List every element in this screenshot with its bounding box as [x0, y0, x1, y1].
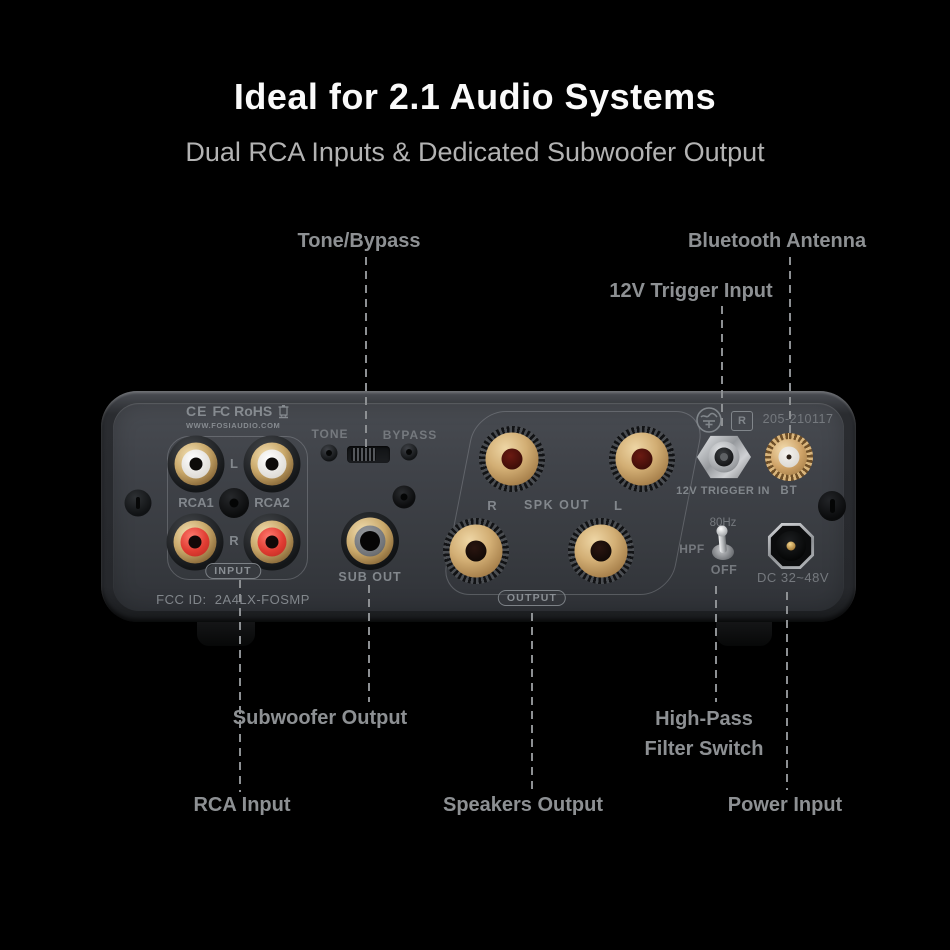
dc-voltage-label: DC 32~48V: [756, 570, 830, 585]
screw-hole-rca-center-dot: [229, 498, 239, 508]
rca1-right-jack-hole: [188, 535, 202, 549]
spk-right-label: R: [487, 498, 497, 513]
callout-high-pass-filter: High-Pass Filter Switch: [645, 708, 764, 761]
ce-mark: CE: [186, 403, 208, 419]
speaker-post-right-red-hole: [501, 448, 523, 470]
speaker-post-left-red-hole: [631, 448, 653, 470]
speaker-post-left-black-hole: [590, 540, 612, 562]
rca2-label: RCA2: [254, 495, 290, 510]
hpf-80hz-label: 80Hz: [709, 517, 737, 529]
rca2-right-jack-hole: [265, 535, 279, 549]
sub-out-label: SUB OUT: [338, 570, 402, 584]
website-url: WWW.FOSIAUDIO.COM: [186, 421, 281, 430]
leader-line-high-pass-filter: [715, 586, 717, 702]
callout-speakers-output: Speakers Output: [442, 794, 604, 816]
leader-line-bluetooth-antenna: [789, 257, 791, 438]
tone-bypass-slide-switch: [347, 446, 390, 463]
sub-out-jack-hole: [360, 531, 380, 551]
rca1-left-jack-hole: [189, 457, 203, 471]
callout-12v-trigger-input: 12V Trigger Input: [609, 280, 773, 302]
hpf-toggle-ball: [716, 525, 728, 537]
giteki-mark-icon: [695, 406, 723, 434]
callout-rca-input: RCA Input: [193, 794, 291, 816]
tone-label: TONE: [311, 427, 349, 441]
certification-block: CE FC RoHS WWW.FOSIAUDIO.COM: [186, 403, 290, 430]
trigger-label: 12V TRIGGER IN: [676, 485, 770, 497]
page-title: Ideal for 2.1 Audio Systems: [233, 76, 717, 117]
callout-bluetooth-antenna: Bluetooth Antenna: [687, 230, 867, 252]
callout-power-input: Power Input: [727, 794, 843, 816]
trigger-jack-tip: [720, 453, 728, 461]
rca-group-outline: [167, 436, 308, 580]
fcc-id-text: FCC ID: 2A4LX-FOSMP: [156, 592, 310, 607]
panel-screw-left-slot: [136, 497, 140, 509]
hpf-label: HPF: [679, 542, 705, 556]
panel-screw-right-slot: [830, 499, 835, 513]
right-channel-label: R: [229, 533, 239, 548]
left-channel-label: L: [230, 456, 238, 471]
serial-number: 205-210117: [762, 412, 834, 426]
leader-line-tone-bypass: [365, 257, 367, 448]
weee-bin-icon: [277, 403, 290, 419]
bypass-label: BYPASS: [382, 428, 438, 442]
callout-high-pass-line1: High-Pass: [655, 708, 753, 730]
rohs-mark: RoHS: [234, 403, 273, 419]
leader-line-power-input: [786, 592, 788, 790]
leader-line-speakers-output: [531, 613, 533, 790]
speaker-post-right-black-hole: [465, 540, 487, 562]
fcc-mark: FC: [212, 403, 230, 419]
hpf-off-label: OFF: [710, 563, 738, 577]
mounting-hole-center-dot: [400, 493, 408, 501]
spk-left-label: L: [614, 498, 622, 513]
callout-subwoofer-output: Subwoofer Output: [232, 707, 408, 729]
page-subtitle: Dual RCA Inputs & Dedicated Subwoofer Ou…: [185, 137, 765, 167]
screw-hole-tone-center: [326, 450, 332, 456]
bt-antenna-pin-hole: [786, 454, 792, 460]
leader-line-rca-input: [239, 580, 241, 792]
slide-switch-knob: [351, 448, 376, 461]
dc-jack-pin: [786, 541, 796, 551]
rca1-label: RCA1: [178, 495, 214, 510]
r-certification-box: R: [731, 411, 753, 431]
leader-line-subwoofer-output: [368, 585, 370, 702]
spk-out-label: SPK OUT: [523, 498, 591, 512]
input-badge: INPUT: [205, 563, 261, 579]
callout-high-pass-line2: Filter Switch: [644, 738, 764, 760]
screw-hole-bypass-center: [406, 449, 412, 455]
callout-tone-bypass: Tone/Bypass: [297, 230, 421, 252]
leader-line-trigger-input: [721, 306, 723, 428]
rca2-left-jack-hole: [265, 457, 279, 471]
output-badge: OUTPUT: [497, 590, 567, 606]
bt-label: BT: [780, 485, 798, 497]
